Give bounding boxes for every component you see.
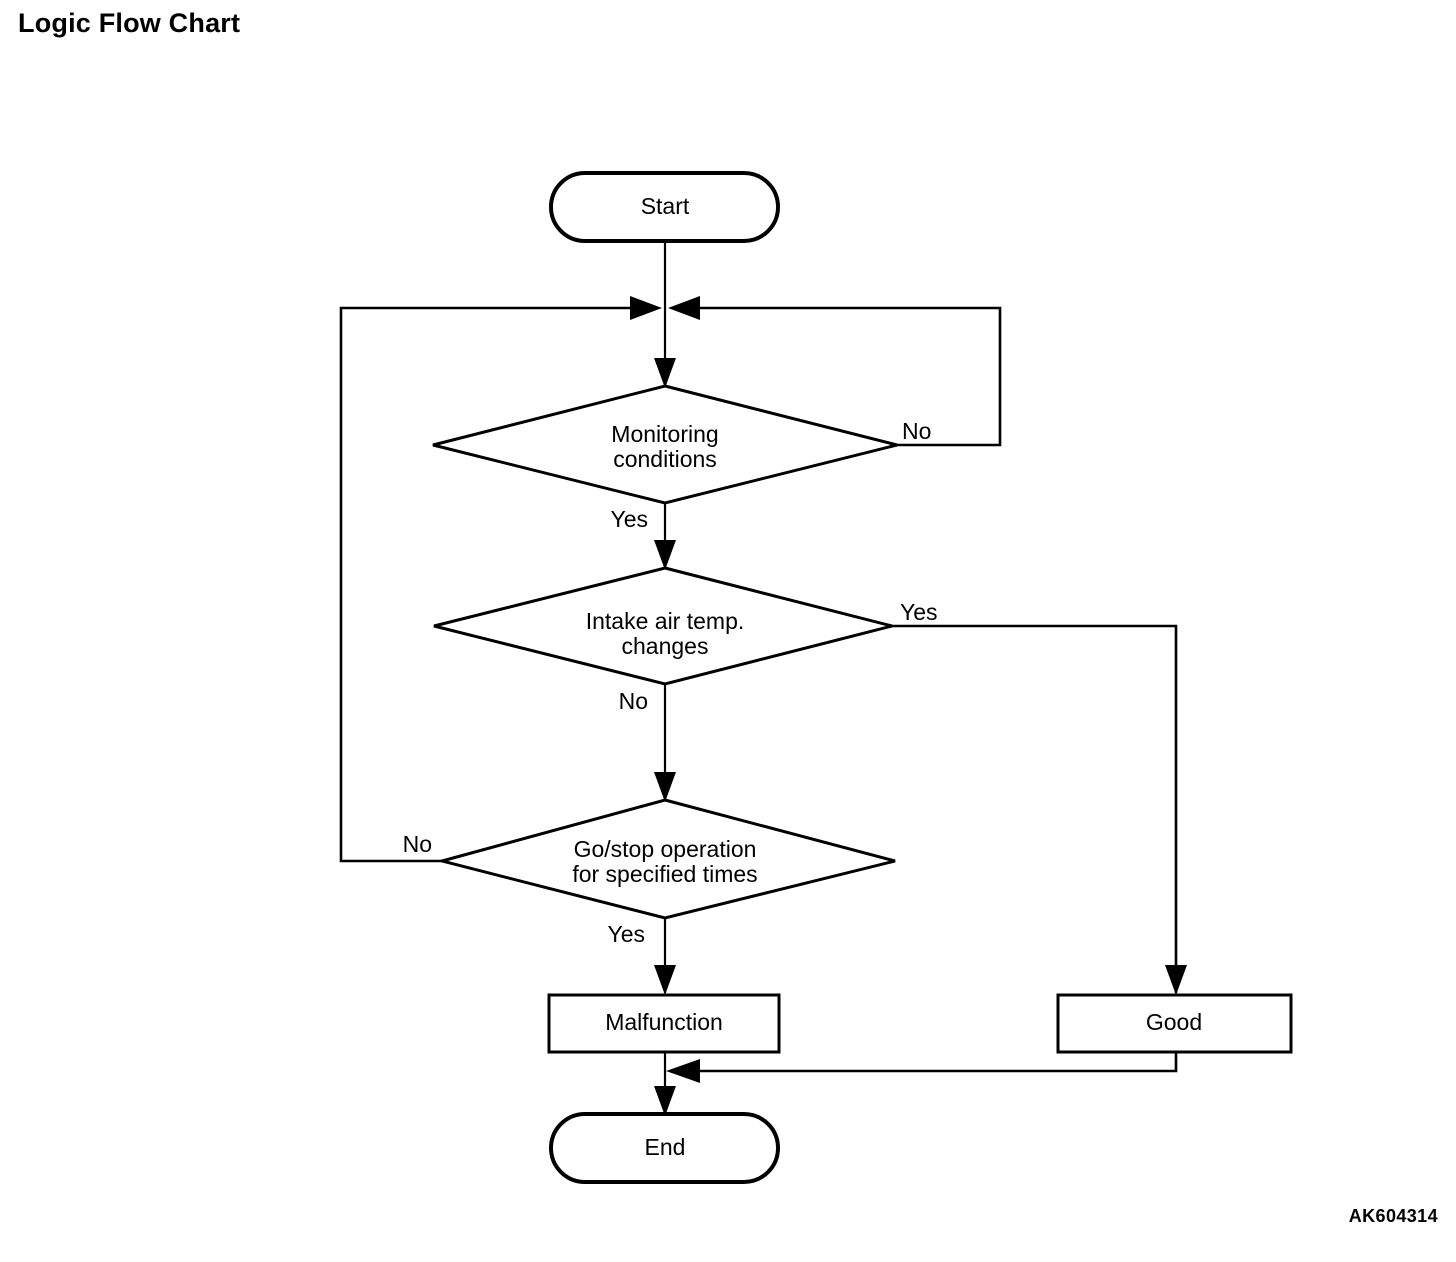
node-decision-monitoring-label-line2: conditions (613, 446, 717, 472)
edge-label-gostop-no: No (403, 831, 432, 857)
edge-label-monitoring-no: No (902, 418, 931, 444)
edge-label-intake-no: No (619, 688, 648, 714)
edge-intake-no (654, 684, 676, 802)
node-decision-intake-label-line1: Intake air temp. (586, 608, 745, 634)
edge-monitoring-yes (654, 503, 676, 570)
node-decision-monitoring-label-line1: Monitoring (611, 421, 718, 447)
node-decision-gostop-label-line1: Go/stop operation (574, 836, 757, 862)
node-malfunction-label: Malfunction (605, 1009, 723, 1035)
node-start[interactable]: Start (549, 171, 780, 243)
node-decision-gostop-operation[interactable]: Go/stop operation for specified times (436, 798, 896, 920)
edge-monitoring-no-loop (668, 296, 1002, 447)
node-malfunction[interactable]: Malfunction (547, 993, 781, 1054)
node-decision-monitoring-conditions[interactable]: Monitoring conditions (432, 384, 898, 505)
node-good-label: Good (1146, 1009, 1202, 1035)
edge-merge-to-monitoring (654, 308, 676, 388)
node-good[interactable]: Good (1056, 993, 1293, 1054)
node-decision-intake-air-temp-changes[interactable]: Intake air temp. changes (433, 566, 893, 686)
edge-good-to-end (666, 1052, 1178, 1083)
edge-gostop-no-loop (339, 296, 662, 863)
figure-code: AK604314 (1348, 1206, 1438, 1226)
page-title: Logic Flow Chart (18, 8, 241, 38)
edge-label-intake-yes: Yes (900, 599, 938, 625)
node-end[interactable]: End (549, 1112, 780, 1184)
node-end-label: End (645, 1134, 686, 1160)
edge-label-monitoring-yes: Yes (610, 506, 648, 532)
edge-malfunction-to-end (654, 1052, 676, 1116)
edge-intake-yes-to-good (892, 624, 1187, 995)
node-decision-gostop-label-line2: for specified times (572, 861, 757, 887)
edge-label-gostop-yes: Yes (607, 921, 645, 947)
node-decision-intake-label-line2: changes (622, 633, 709, 659)
edge-gostop-yes-to-malfunction (654, 918, 676, 995)
node-start-label: Start (641, 193, 690, 219)
